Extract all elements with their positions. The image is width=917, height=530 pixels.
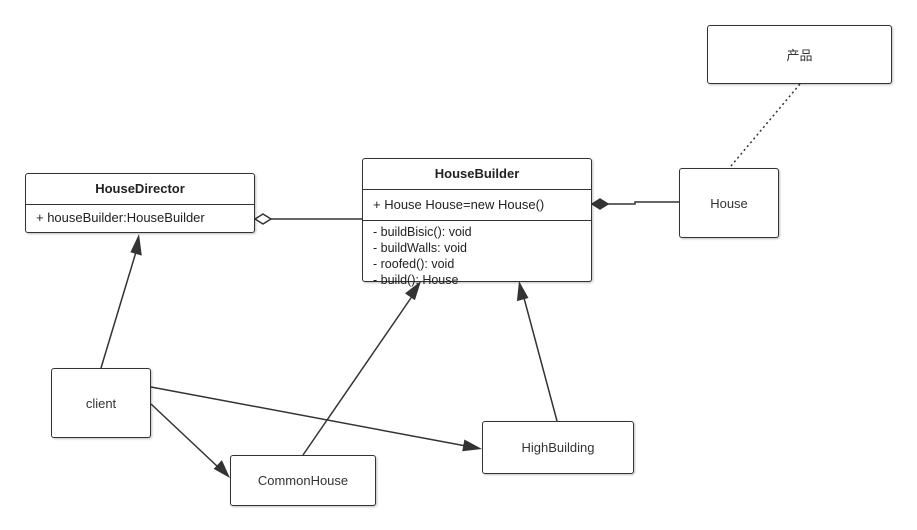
house-builder-methods: - buildBisic(): void - buildWalls: void … (363, 221, 591, 288)
client-class-label: client (85, 395, 117, 411)
product-note-label: 产品 (786, 48, 813, 63)
house-builder-attribute: + House House=new House() (363, 190, 591, 221)
house-builder-title: HouseBuilder (363, 159, 591, 190)
edge-builder-house (608, 201, 679, 205)
house-director-title: HouseDirector (26, 174, 254, 205)
house-director-class[interactable]: HouseDirector + houseBuilder:HouseBuilde… (25, 173, 255, 233)
high-building-class[interactable]: HighBuilding (482, 421, 634, 474)
method-build: - build(): House (373, 273, 459, 287)
house-class[interactable]: House (679, 168, 779, 238)
common-house-class-label: CommonHouse (257, 473, 349, 488)
arrowhead-client-director (130, 234, 142, 256)
arrowhead-client-commonhouse (213, 460, 230, 478)
method-roofed: - roofed(): void (373, 257, 455, 271)
common-house-class[interactable]: CommonHouse (230, 455, 376, 506)
method-build-walls: - buildWalls: void (373, 241, 468, 255)
arrowhead-highbuilding-builder (516, 281, 529, 302)
arrowhead-commonhouse-builder (405, 281, 421, 301)
edge-client-highbuilding (150, 386, 467, 447)
aggregation-diamond (253, 213, 273, 225)
edge-highbuilding-builder (523, 297, 558, 422)
house-director-attribute: + houseBuilder:HouseBuilder (36, 210, 205, 225)
edge-client-commonhouse (150, 403, 219, 468)
high-building-class-label: HighBuilding (521, 440, 595, 455)
edge-house-note (730, 83, 801, 167)
arrowhead-client-highbuilding (462, 439, 482, 452)
house-class-label: House (710, 195, 748, 211)
edge-commonhouse-builder (302, 294, 414, 456)
method-build-bisic: - buildBisic(): void (373, 225, 472, 239)
composition-diamond (590, 198, 610, 210)
product-note[interactable]: 产品 (707, 25, 892, 84)
house-builder-class[interactable]: HouseBuilder + House House=new House() -… (362, 158, 592, 287)
client-class[interactable]: client (51, 368, 151, 438)
edge-client-director (100, 251, 137, 369)
